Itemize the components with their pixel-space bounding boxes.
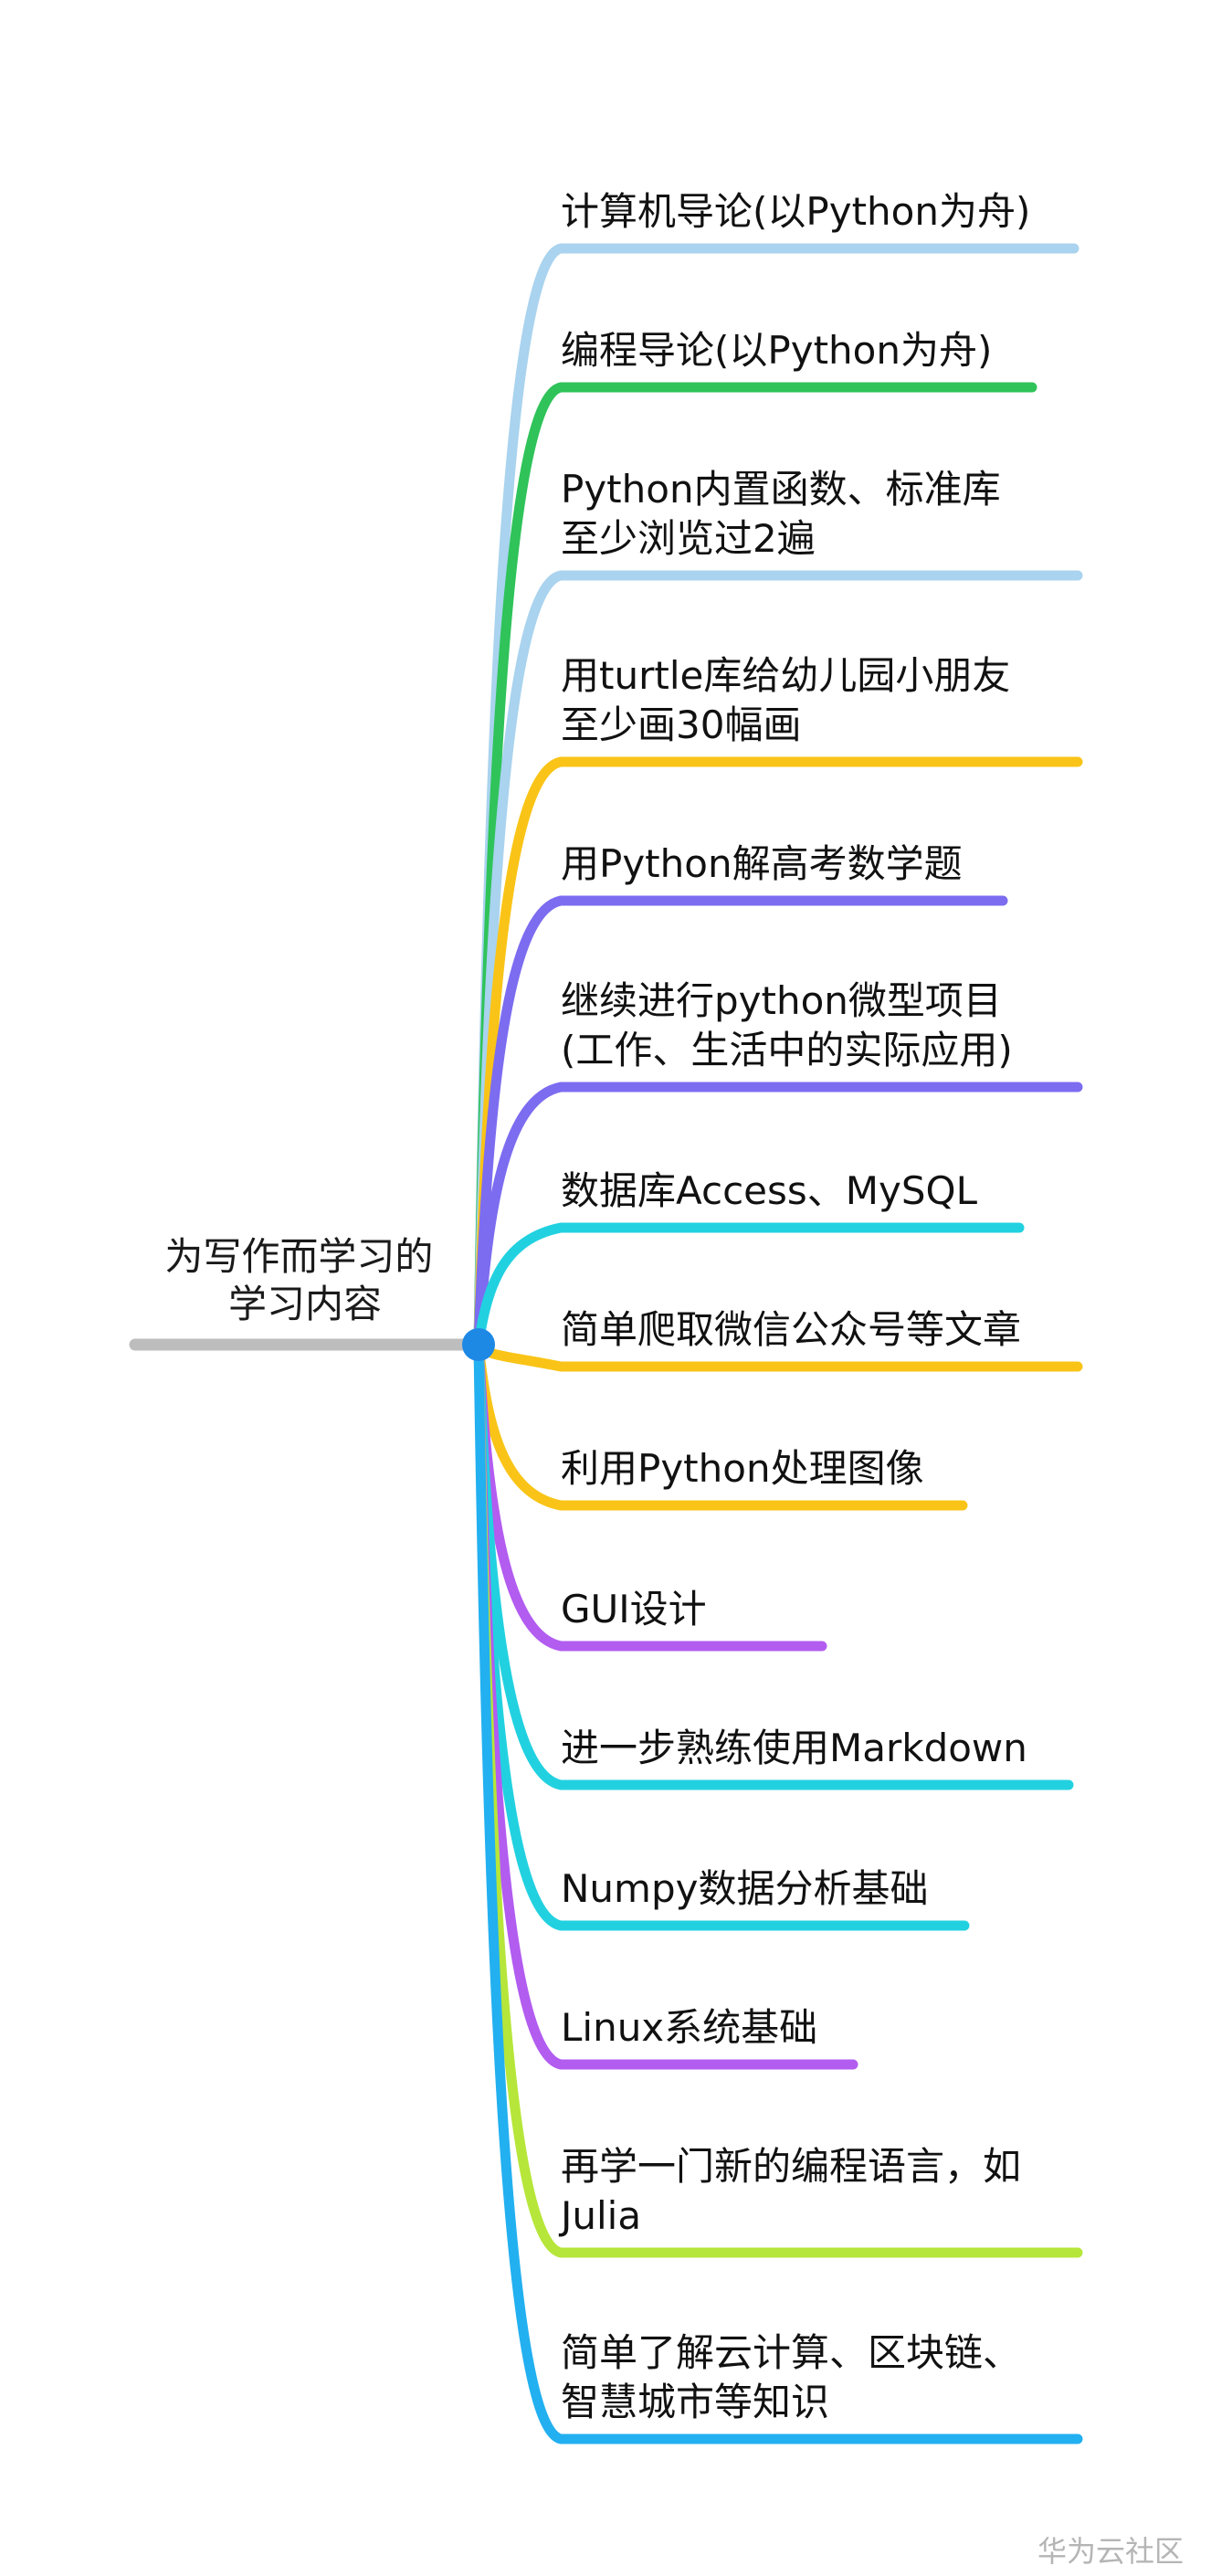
branch-label-6-line-1: 继续进行python微型项目 xyxy=(561,978,1002,1023)
branch-label-15[interactable]: 简单了解云计算、区块链、智慧城市等知识 xyxy=(561,2330,1021,2424)
branch-label-15-line-1: 简单了解云计算、区块链、 xyxy=(561,2330,1021,2375)
branch-label-7[interactable]: 数据库Access、MySQL xyxy=(561,1168,978,1213)
branch-label-10[interactable]: GUI设计 xyxy=(561,1587,707,1631)
root-label-line-2: 学习内容 xyxy=(228,1282,382,1326)
branch-label-3-line-2: 至少浏览过2遍 xyxy=(561,516,816,561)
branch-label-12[interactable]: Numpy数据分析基础 xyxy=(561,1866,928,1911)
branch-label-6[interactable]: 继续进行python微型项目 (工作、生活中的实际应用) xyxy=(561,978,1013,1072)
branch-label-15-line-2: 智慧城市等知识 xyxy=(561,2380,829,2424)
branch-label-4-line-2: 至少画30幅画 xyxy=(561,702,801,747)
root-label: 为写作而学习的 学习内容 xyxy=(164,1234,445,1326)
branch-label-2[interactable]: 编程导论(以Python为舟) xyxy=(561,328,992,373)
branch-label-4[interactable]: 用turtle库给幼儿园小朋友至少画30幅画 xyxy=(561,653,1010,747)
branch-label-8-line-1: 简单爬取微信公众号等文章 xyxy=(561,1307,1021,1352)
branch-label-11-line-1: 进一步熟练使用Markdown xyxy=(561,1726,1027,1770)
branch-label-10-line-1: GUI设计 xyxy=(561,1587,707,1631)
watermark: 华为云社区 xyxy=(1037,2534,1184,2569)
branch-label-11[interactable]: 进一步熟练使用Markdown xyxy=(561,1726,1027,1770)
branch-label-3-line-1: Python内置函数、标准库 xyxy=(561,467,1001,512)
branch-connector-15 xyxy=(473,1339,1083,2444)
branch-label-14-line-2: Julia xyxy=(558,2193,641,2238)
branch-label-14-line-1: 再学一门新的编程语言，如 xyxy=(561,2144,1021,2189)
branch-label-1[interactable]: 计算机导论(以Python为舟) xyxy=(561,189,1030,234)
branch-label-9-line-1: 利用Python处理图像 xyxy=(561,1446,924,1491)
branch-label-12-line-1: Numpy数据分析基础 xyxy=(561,1866,928,1911)
branch-connectors xyxy=(473,243,1083,2444)
branch-connector-12 xyxy=(473,1339,970,1931)
branch-label-6-line-2: (工作、生活中的实际应用) xyxy=(561,1028,1013,1072)
branch-label-7-line-1: 数据库Access、MySQL xyxy=(561,1168,978,1213)
branch-connector-6 xyxy=(473,1082,1083,1350)
root-label-line-1: 为写作而学习的 xyxy=(164,1234,433,1279)
branch-label-2-line-1: 编程导论(以Python为舟) xyxy=(561,328,992,373)
branch-connector-5 xyxy=(473,895,1008,1350)
branch-label-13-line-1: Linux系统基础 xyxy=(561,2005,817,2050)
branch-label-13[interactable]: Linux系统基础 xyxy=(561,2005,817,2050)
branch-label-9[interactable]: 利用Python处理图像 xyxy=(561,1446,924,1491)
branch-label-4-line-1: 用turtle库给幼儿园小朋友 xyxy=(561,653,1010,698)
branch-label-1-line-1: 计算机导论(以Python为舟) xyxy=(561,189,1030,234)
branch-connector-7 xyxy=(473,1222,1025,1350)
branch-connector-11 xyxy=(473,1339,1074,1790)
branch-label-5-line-1: 用Python解高考数学题 xyxy=(561,841,963,886)
branch-label-5[interactable]: 用Python解高考数学题 xyxy=(561,841,963,886)
branch-labels: 计算机导论(以Python为舟) 编程导论(以Python为舟) Python内置函… xyxy=(558,189,1030,2424)
branch-label-8[interactable]: 简单爬取微信公众号等文章 xyxy=(561,1307,1021,1352)
root-node[interactable] xyxy=(462,1328,495,1361)
branch-label-3[interactable]: Python内置函数、标准库至少浏览过2遍 xyxy=(561,467,1001,561)
